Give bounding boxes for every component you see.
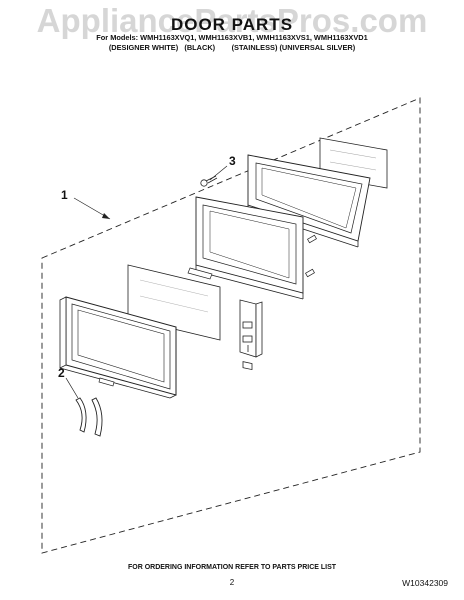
assembly-boundary bbox=[41, 97, 421, 554]
hinge-pin-icon bbox=[305, 234, 317, 278]
watermark: AppliancePartsPros.com bbox=[36, 2, 428, 39]
document-number: W10342309 bbox=[402, 578, 448, 588]
door-choke-frame bbox=[247, 154, 371, 248]
bracket-icon bbox=[187, 267, 213, 280]
callout-3: 3 bbox=[229, 154, 236, 168]
ordering-info: FOR ORDERING INFORMATION REFER TO PARTS … bbox=[127, 564, 337, 571]
page-title: DOOR PARTS bbox=[170, 15, 294, 34]
finish-list: (DESIGNER WHITE) (BLACK) (STAINLESS) (UN… bbox=[108, 43, 356, 52]
page-number: 2 bbox=[229, 578, 235, 587]
outer-door-frame bbox=[59, 296, 177, 399]
handle-clip-icon bbox=[98, 377, 115, 387]
door-latch-assembly bbox=[239, 299, 263, 371]
callout-1: 1 bbox=[61, 188, 68, 202]
callout-2: 2 bbox=[58, 366, 65, 380]
inner-door-panel bbox=[195, 196, 304, 300]
door-handle-icon bbox=[75, 397, 103, 437]
model-list: For Models: WMH1163XVQ1, WMH1163XVB1, WM… bbox=[96, 33, 368, 42]
screw-icon bbox=[200, 175, 218, 187]
